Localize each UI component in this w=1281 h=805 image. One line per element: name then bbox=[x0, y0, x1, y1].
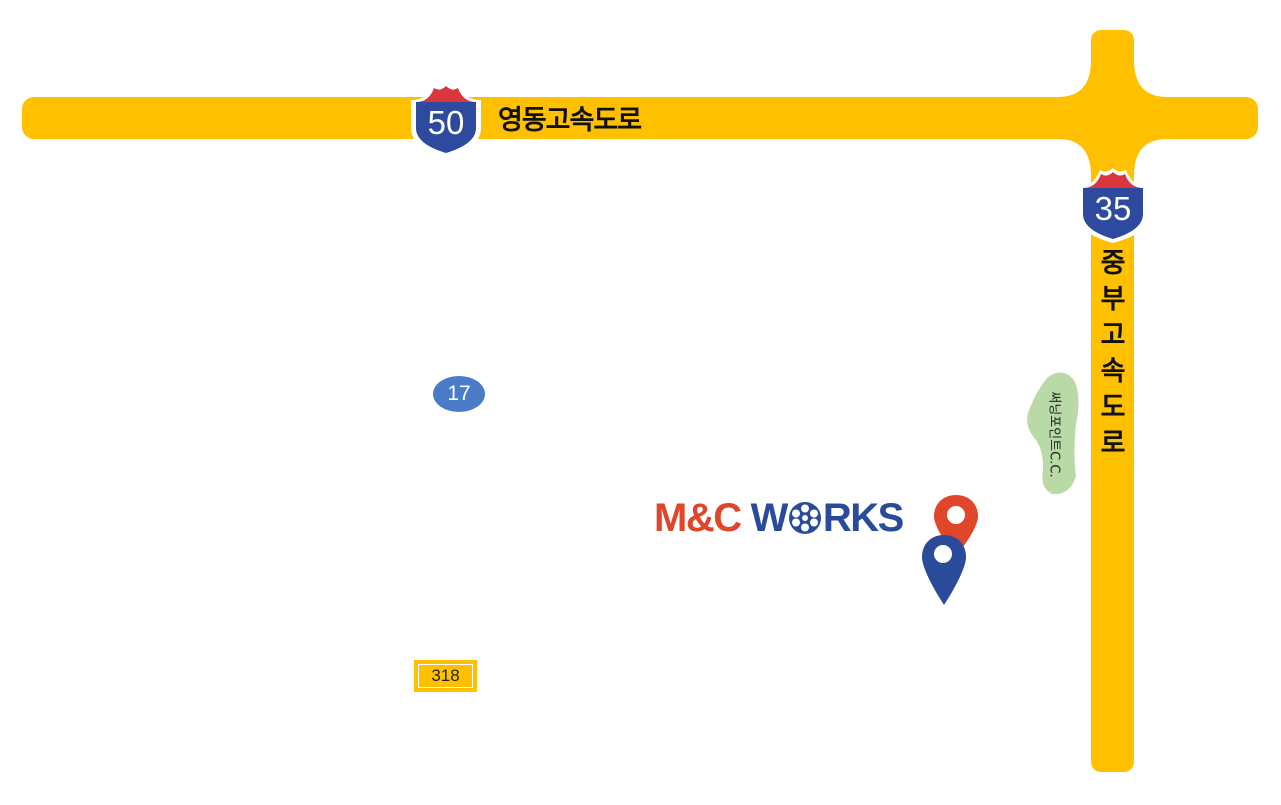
route-35-shield: 35 bbox=[1074, 166, 1152, 244]
junction-fillet bbox=[1134, 60, 1167, 97]
route-50-shield: 50 bbox=[407, 80, 485, 158]
logo-mc-text: M&C bbox=[654, 495, 742, 540]
route-35-number: 35 bbox=[1094, 190, 1132, 227]
golf-course-area bbox=[1027, 372, 1079, 495]
route-318-marker: 318 bbox=[414, 660, 477, 692]
route-17-marker: 17 bbox=[433, 376, 485, 412]
jungbu-label-char: 중 bbox=[1100, 248, 1126, 279]
film-reel-icon bbox=[788, 502, 821, 534]
jungbu-label-char: 도 bbox=[1100, 392, 1126, 423]
interstate-shield-icon bbox=[411, 82, 481, 157]
jungbu-label-char: 로 bbox=[1100, 428, 1126, 459]
jungbu-label-char: 부 bbox=[1100, 284, 1126, 315]
junction-fillet bbox=[1058, 139, 1091, 176]
yeongdong-expressway-label: 영동고속도로 bbox=[498, 105, 642, 136]
route-50-number: 50 bbox=[427, 104, 465, 141]
logo-works-text: W RKS bbox=[750, 495, 905, 541]
jungbu-label-char: 속 bbox=[1100, 356, 1126, 387]
yeongdong-expressway-road bbox=[22, 97, 1258, 139]
logo-works-end: RKS bbox=[822, 495, 904, 540]
company-logo: M&C W RKS bbox=[654, 495, 905, 541]
golf-course-label: 써닝포인트C.C. bbox=[1046, 390, 1062, 478]
jungbu-label-char: 고 bbox=[1100, 320, 1126, 351]
interstate-shield-icon bbox=[1078, 168, 1148, 243]
logo-works-start: W bbox=[750, 495, 789, 540]
map-pin-icon bbox=[922, 535, 966, 605]
junction-fillet bbox=[1134, 139, 1167, 176]
junction-fillet bbox=[1058, 60, 1091, 97]
golf-course-label-box: 써닝포인트C.C. bbox=[1034, 376, 1078, 492]
jungbu-expressway-label: 중 부 고 속 도 로 bbox=[1096, 246, 1130, 462]
